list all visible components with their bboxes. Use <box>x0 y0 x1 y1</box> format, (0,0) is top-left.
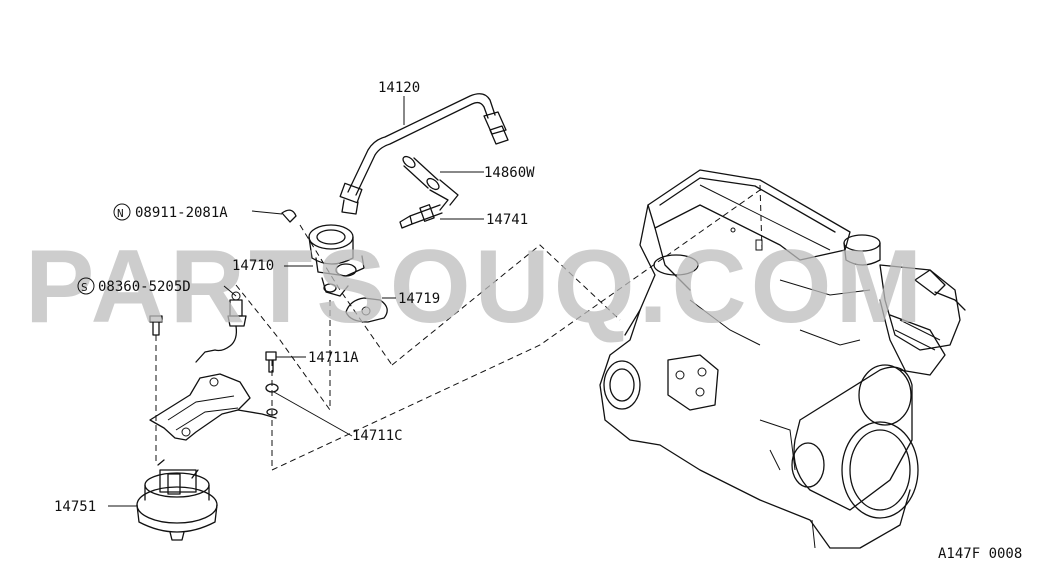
sensor-with-wire <box>195 291 247 363</box>
symbol-n: N <box>117 207 124 220</box>
callout-14860w: 14860W <box>484 165 535 181</box>
gasket-14719 <box>345 297 388 323</box>
assembly-lines <box>155 184 763 471</box>
pipe-14741 <box>399 204 443 229</box>
figure-code: A147F 0008 <box>938 546 1022 562</box>
callout-14741: 14741 <box>486 212 528 228</box>
egr-valve-14710 <box>308 224 365 297</box>
symbol-s-circle <box>77 277 95 295</box>
callout-08360-5205d: 08360-5205D <box>98 279 191 295</box>
mounting-bracket <box>149 373 277 441</box>
callout-14751: 14751 <box>54 499 96 515</box>
callout-14719: 14719 <box>398 291 440 307</box>
vacuum-actuator-14751 <box>136 459 218 541</box>
engine-block-drawing <box>599 169 966 549</box>
symbol-n-circle <box>113 203 131 221</box>
callout-14711c: 14711C <box>352 428 403 444</box>
leader-lines <box>108 96 484 507</box>
egr-tube-14120 <box>339 93 509 215</box>
nut-08911 <box>281 209 297 223</box>
callout-14120: 14120 <box>378 80 420 96</box>
hose-14860w <box>402 155 459 211</box>
watermark-text: PARTSOUQ.COM <box>25 229 926 345</box>
callout-14711a: 14711A <box>308 350 359 366</box>
symbol-s: S <box>81 281 88 294</box>
callout-14710: 14710 <box>232 258 274 274</box>
bolt-14711a <box>265 351 277 373</box>
callout-08911-2081a: 08911-2081A <box>135 205 228 221</box>
